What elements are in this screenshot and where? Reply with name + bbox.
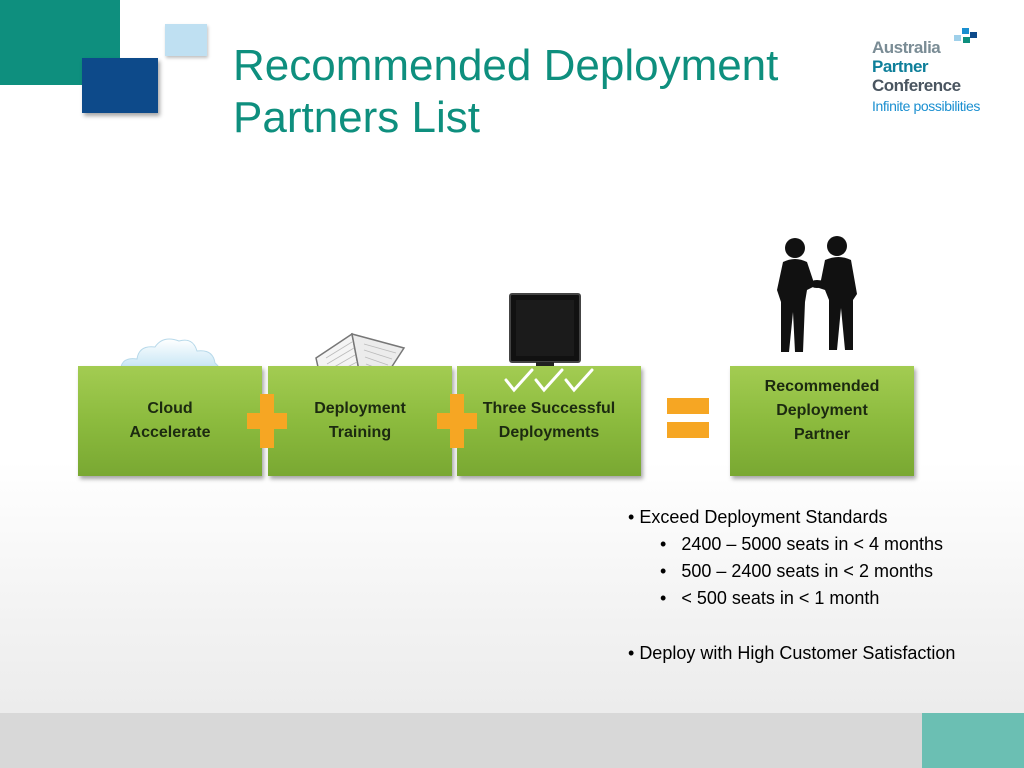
equals-icon — [667, 398, 709, 440]
step-label-line2: Training — [328, 424, 392, 441]
footer-bar — [0, 713, 1024, 768]
slide-title: Recommended Deployment Partners List — [233, 40, 853, 144]
conference-logo: Australia Partner Conference Infinite po… — [870, 28, 1010, 128]
logo-line1: Australia — [872, 38, 941, 57]
slide-title-line2: Partners List — [233, 93, 480, 142]
result-label-line1: Recommended — [764, 378, 880, 395]
logo-line3: Conference — [872, 76, 961, 95]
result-label-line2: Deployment — [776, 402, 868, 419]
sub-bullet-item: • 2400 – 5000 seats in < 4 months — [660, 534, 943, 554]
decor-square-light — [165, 24, 207, 56]
logo-line2: Partner — [872, 57, 929, 76]
step-label-line2: Accelerate — [129, 424, 211, 441]
plus-icon — [437, 394, 477, 448]
step-label-line1: Three Successful — [482, 400, 616, 417]
bullet-item: • Deploy with High Customer Satisfaction — [628, 643, 956, 663]
result-box-recommended-partner: Recommended Deployment Partner — [730, 366, 914, 476]
plus-icon — [247, 394, 287, 448]
step-box-deployment-training: Deployment Training — [268, 366, 452, 476]
step-label-line1: Deployment — [314, 400, 406, 417]
handshake-icon — [777, 236, 857, 352]
decor-square-navy — [82, 58, 158, 113]
logo-mark-icon — [954, 28, 977, 43]
sub-bullet-item: • 500 – 2400 seats in < 2 months — [660, 561, 933, 581]
footer-accent — [922, 713, 1024, 768]
logo-tagline: Infinite possibilities — [872, 98, 980, 114]
slide-title-line1: Recommended Deployment — [233, 41, 779, 90]
step-box-cloud-accelerate: Cloud Accelerate — [78, 366, 262, 476]
step-label-line2: Deployments — [498, 424, 600, 441]
result-label-line3: Partner — [793, 426, 851, 443]
bullet-item: • Exceed Deployment Standards — [628, 507, 888, 527]
checkmarks-icon — [504, 368, 594, 393]
sub-bullet-item: • < 500 seats in < 1 month — [660, 588, 880, 608]
step-label-line1: Cloud — [147, 400, 193, 417]
